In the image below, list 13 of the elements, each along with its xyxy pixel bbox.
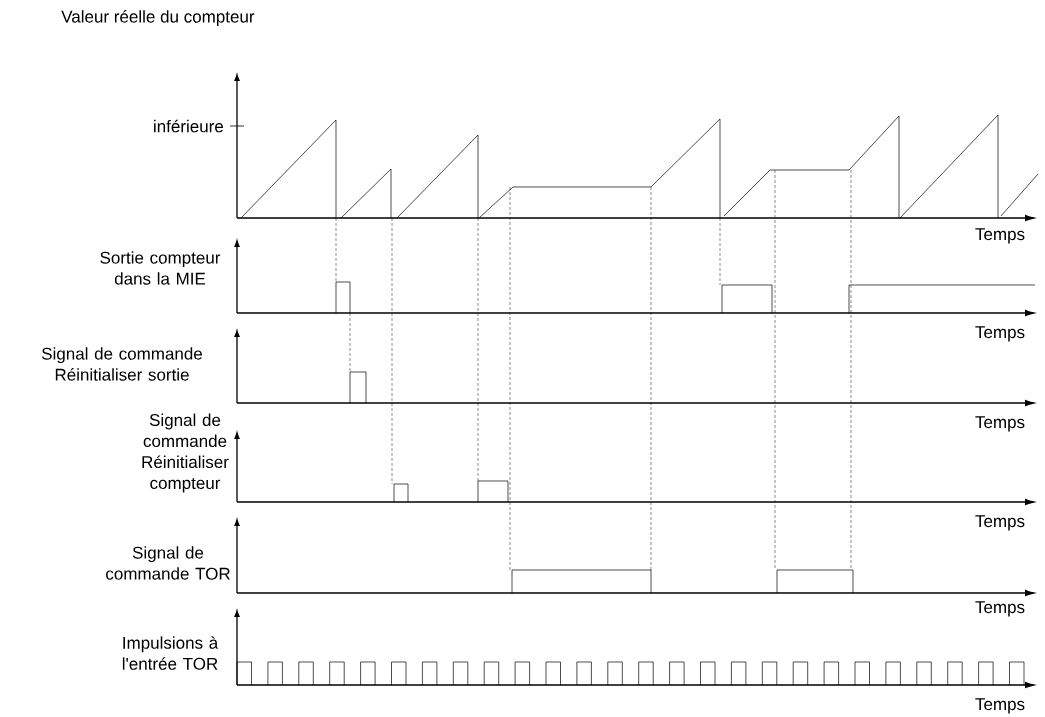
signal-label: Signal de commande Réinitialiser sortie — [42, 347, 202, 381]
tick-label: inférieure — [154, 119, 224, 133]
signal-label: Signal de commande TOR — [106, 546, 230, 580]
axis-label: Temps — [975, 698, 1025, 714]
axis-label: Temps — [975, 326, 1025, 342]
signal-label: Signal de commande Réinitialiser compteur — [142, 413, 229, 493]
axis-label: Temps — [975, 416, 1025, 432]
axis-label: Temps — [975, 228, 1025, 244]
axis-title: Valeur réelle du compteur — [61, 10, 255, 26]
signal-label: Impulsions à l'entrée TOR — [122, 636, 219, 670]
signal-label: Sortie compteur dans la MIE — [100, 251, 221, 285]
axis-label: Temps — [975, 601, 1025, 617]
axis-label: Temps — [975, 515, 1025, 531]
